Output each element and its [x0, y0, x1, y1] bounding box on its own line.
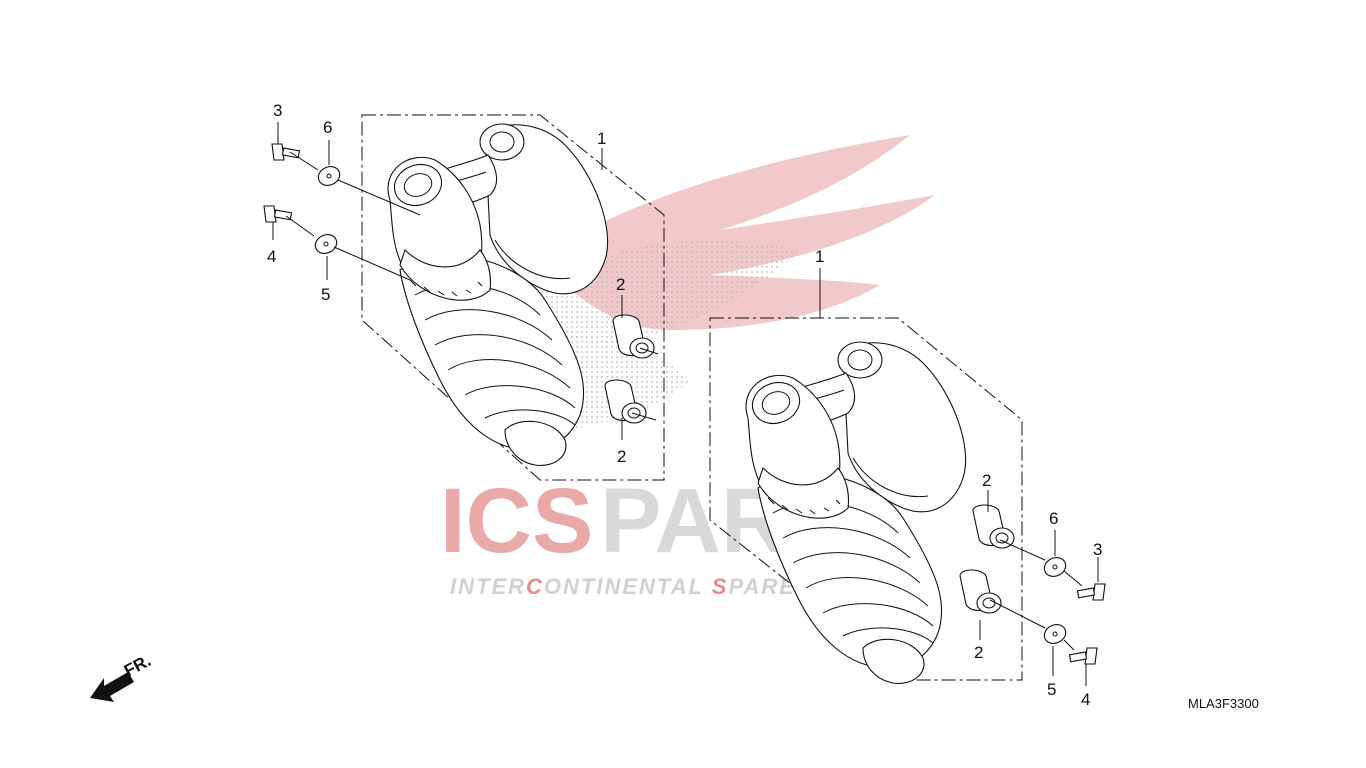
bolt-left-3: [271, 143, 301, 161]
callout-left-2a: 2: [616, 275, 625, 294]
assembly-right: 1 2 2 3 4 5 6: [709, 247, 1106, 709]
callout-right-6: 6: [1049, 509, 1058, 528]
callout-right-1: 1: [815, 247, 824, 266]
callout-left-5: 5: [321, 285, 330, 304]
assembly-left-boundary: [361, 114, 665, 481]
washer-right-6: [1040, 553, 1070, 581]
bolt-right-3: [1076, 583, 1106, 601]
assembly-right-boundary: [709, 317, 1023, 681]
bolt-left-4: [263, 205, 293, 223]
watermark-brand-first: ICS: [440, 470, 593, 572]
bushing-right-upper: [972, 504, 1015, 549]
shock-absorber-right: [745, 341, 967, 684]
callout-right-5: 5: [1047, 680, 1056, 699]
callout-right-3: 3: [1093, 540, 1102, 559]
front-direction-marker: FR.: [90, 651, 154, 702]
bushing-right-lower: [959, 569, 1002, 614]
bolt-right-4: [1068, 647, 1098, 665]
callout-left-1: 1: [597, 129, 606, 148]
assembly-left: 1 2 2 3 4 5 6: [263, 101, 665, 481]
callout-right-2b: 2: [974, 643, 983, 662]
callout-left-2b: 2: [617, 447, 626, 466]
callout-right-4: 4: [1081, 690, 1090, 709]
front-arrow-icon: [90, 672, 134, 702]
washer-right-5: [1040, 620, 1070, 648]
callout-left-3: 3: [273, 101, 282, 120]
washer-left-6: [314, 162, 344, 190]
callout-right-2a: 2: [982, 471, 991, 490]
callout-left-4: 4: [267, 247, 276, 266]
washer-left-5: [311, 230, 341, 258]
diagram-code: MLA3F3300: [1188, 696, 1259, 711]
callout-left-6: 6: [323, 118, 332, 137]
